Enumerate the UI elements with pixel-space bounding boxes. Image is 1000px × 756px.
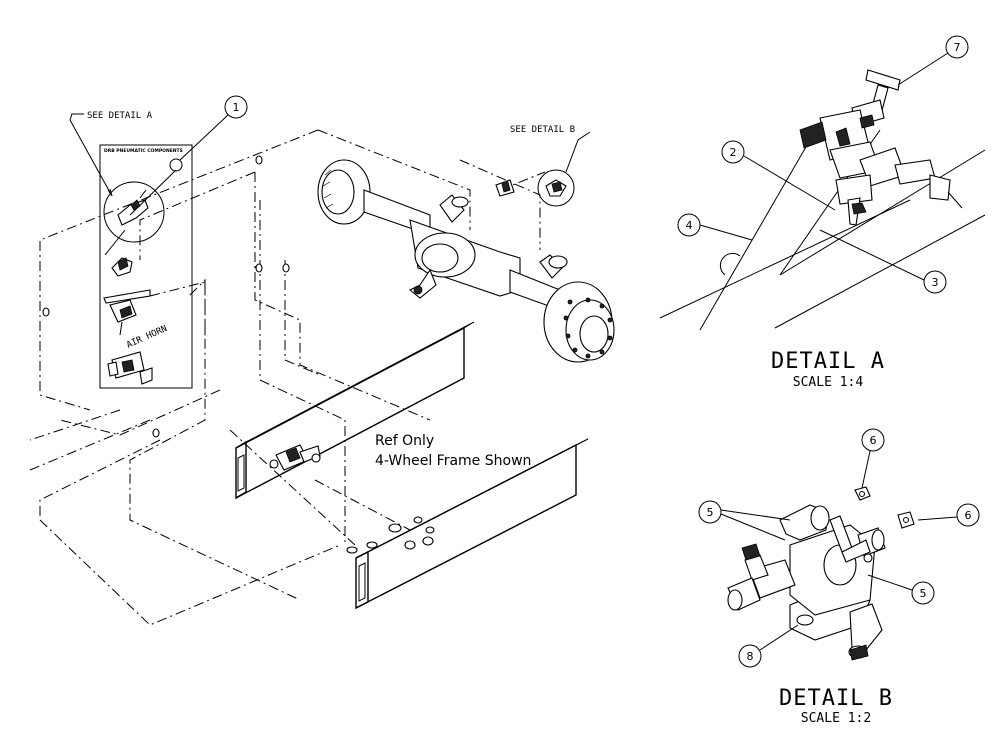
balloon-8: 8 <box>738 624 799 668</box>
balloon-6-right-label: 6 <box>965 509 972 522</box>
balloon-5-left: 5 <box>698 500 791 541</box>
balloon-1-label: 1 <box>233 101 240 114</box>
detail-b-scale: SCALE 1:2 <box>801 711 871 726</box>
see-detail-a-label: SEE DETAIL A <box>87 111 153 121</box>
main-assembly-view: DRB PNEUMATIC COMPONENTS AIR HORN <box>29 95 615 626</box>
balloon-4: 4 <box>677 213 753 241</box>
balloon-8-label: 8 <box>747 650 754 663</box>
detail-a-valve <box>799 69 963 226</box>
pneumatic-components-panel: DRB PNEUMATIC COMPONENTS AIR HORN <box>99 144 193 389</box>
balloon-3-label: 3 <box>932 276 939 289</box>
balloon-6-top: 6 <box>854 428 885 501</box>
balloon-4-label: 4 <box>686 219 693 232</box>
see-detail-b-callout: SEE DETAIL B <box>510 125 591 207</box>
balloon-2-label: 2 <box>730 146 737 159</box>
air-horn-label: AIR HORN <box>125 324 169 351</box>
frame-rail-rear <box>346 438 589 610</box>
frame-shown-label: 4-Wheel Frame Shown <box>375 453 531 469</box>
balloon-3: 3 <box>819 229 947 294</box>
balloon-6-top-label: 6 <box>870 434 877 447</box>
balloon-1: 1 <box>129 95 248 216</box>
frame-rail-front <box>235 321 475 500</box>
line-fittings <box>42 155 290 438</box>
detail-a-view: 7 2 4 3 DETAIL A SCALE 1:4 <box>659 35 986 390</box>
air-line-routing <box>29 129 546 626</box>
ref-only-label: Ref Only <box>375 433 434 449</box>
axle-assembly <box>317 159 615 363</box>
panel-title: DRB PNEUMATIC COMPONENTS <box>104 148 183 154</box>
reference-note: Ref Only 4-Wheel Frame Shown <box>375 433 531 469</box>
detail-b-valve <box>727 504 886 661</box>
see-detail-b-label: SEE DETAIL B <box>510 125 575 135</box>
balloon-5-left-label: 5 <box>707 506 714 519</box>
detail-b-view: 6 6 5 5 8 <box>698 428 980 726</box>
detail-b-title: DETAIL B <box>779 686 893 711</box>
balloon-5-right: 5 <box>867 574 935 605</box>
see-detail-a-callout: SEE DETAIL A <box>69 111 153 197</box>
detail-a-scale: SCALE 1:4 <box>793 375 864 390</box>
balloon-7: 7 <box>897 35 969 86</box>
balloon-2: 2 <box>721 140 836 211</box>
balloon-6-right: 6 <box>897 503 980 529</box>
detail-a-title: DETAIL A <box>771 349 885 374</box>
balloon-5-right-label: 5 <box>920 587 927 600</box>
balloon-7-label: 7 <box>954 41 961 54</box>
